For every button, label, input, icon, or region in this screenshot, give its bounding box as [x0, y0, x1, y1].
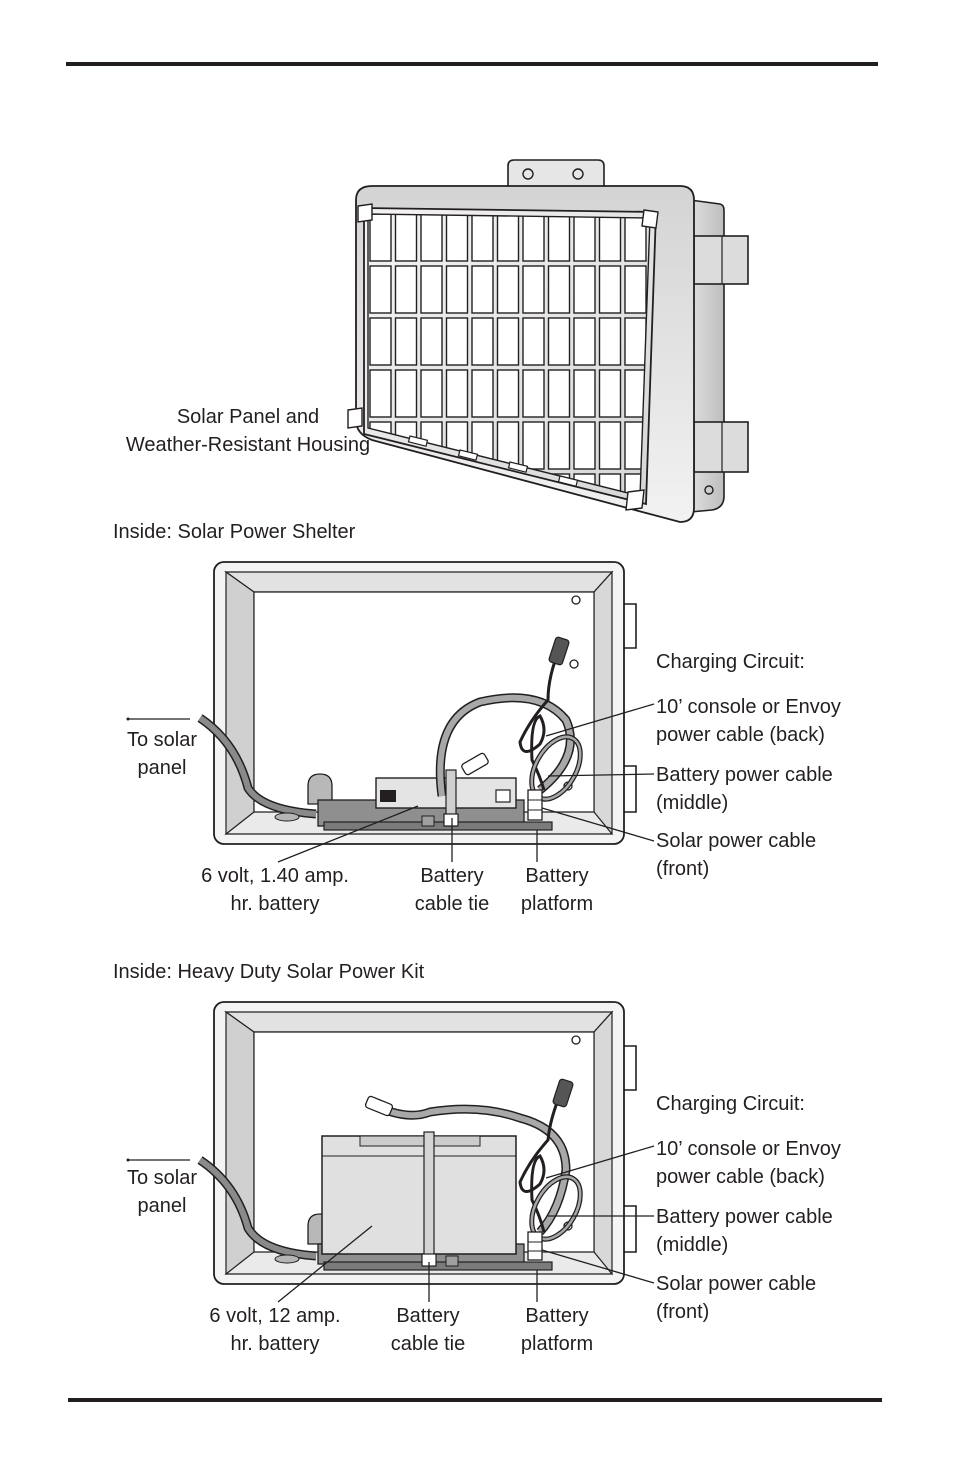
- bottom-rule: [68, 1398, 882, 1402]
- figure2-charging-circuit-label: Charging Circuit:: [656, 651, 805, 673]
- top-rule: [66, 62, 878, 66]
- figure3-battery-cable-label: Battery power cable(middle): [656, 1206, 833, 1256]
- figure3-battery-label: 6 volt, 12 amp.hr. battery: [209, 1305, 341, 1355]
- figure3-solar-cable-label: Solar power cable(front): [656, 1273, 817, 1323]
- figure3-heading: Inside: Heavy Duty Solar Power Kit: [113, 961, 425, 983]
- figure3-charging-circuit-label: Charging Circuit:: [656, 1093, 805, 1115]
- figure2-heading: Inside: Solar Power Shelter: [113, 521, 356, 543]
- figure2-battery-cable-label: Battery power cable(middle): [656, 764, 833, 814]
- figure2-battery-label: 6 volt, 1.40 amp.hr. battery: [201, 865, 349, 915]
- figure2-solar-cable-label: Solar power cable(front): [656, 830, 817, 880]
- solar-panel-caption: Solar Panel and Weather-Resistant Housin…: [125, 406, 371, 456]
